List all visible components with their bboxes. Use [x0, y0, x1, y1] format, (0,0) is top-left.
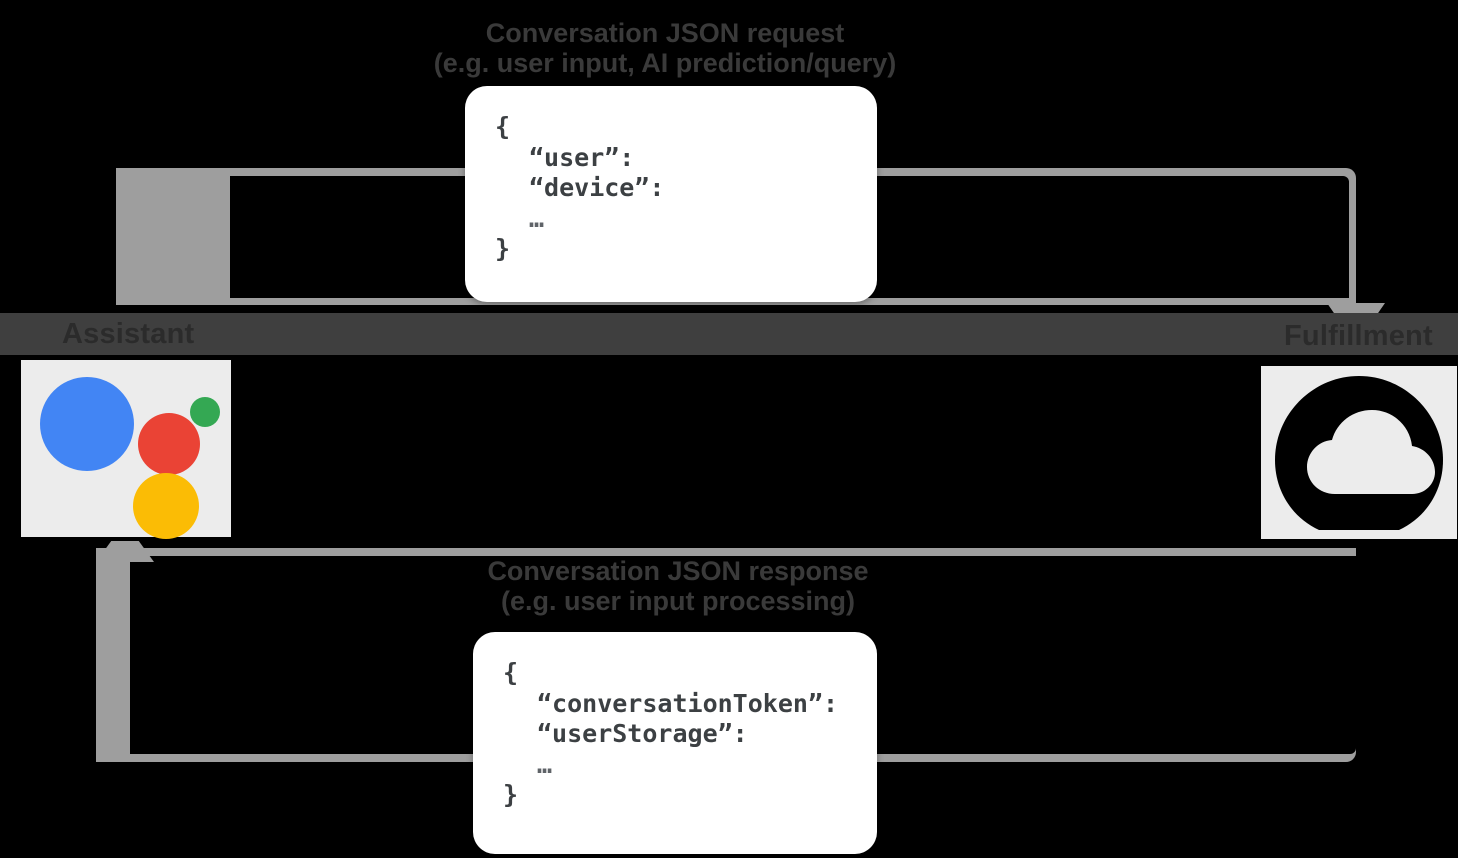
edge-caption-response-title: Conversation JSON response [487, 556, 869, 586]
center-divider-strip [0, 313, 1458, 355]
edge-caption-response: Conversation JSON response (e.g. user in… [0, 556, 1356, 616]
json-line: “user”: [529, 142, 635, 172]
json-line: … [537, 749, 555, 779]
json-card-response-payload: { “conversationToken”: “userStorage”: … … [473, 632, 877, 854]
assistant-dot-green [190, 397, 220, 427]
json-line: “device”: [529, 173, 665, 202]
cloud-functions-icon [1261, 366, 1457, 539]
json-line: { [495, 112, 511, 141]
node-label-assistant: Assistant [62, 318, 195, 350]
json-line: “userStorage”: [537, 719, 748, 748]
cloud-glyph-icon [1275, 376, 1443, 530]
json-line: … [529, 203, 547, 233]
json-card-request-payload: { “user”: “device”: … } [465, 86, 877, 302]
edge-caption-request: Conversation JSON request (e.g. user inp… [0, 18, 1330, 78]
json-line: } [495, 234, 511, 263]
google-assistant-icon [21, 360, 231, 539]
json-line: } [503, 780, 519, 809]
assistant-dot-blue [40, 377, 134, 471]
edge-caption-request-title: Conversation JSON request [485, 18, 845, 48]
edge-caption-response-subtitle: (e.g. user input processing) [500, 586, 856, 617]
assistant-dot-yellow [133, 473, 199, 539]
center-background-panel [0, 355, 1458, 541]
assistant-dot-red [138, 413, 200, 475]
json-line: { [503, 658, 519, 687]
json-line: “conversationToken”: [537, 688, 839, 718]
node-label-fulfillment: Fulfillment [1284, 320, 1433, 352]
edge-caption-request-subtitle: (e.g. user input, AI prediction/query) [433, 48, 897, 79]
